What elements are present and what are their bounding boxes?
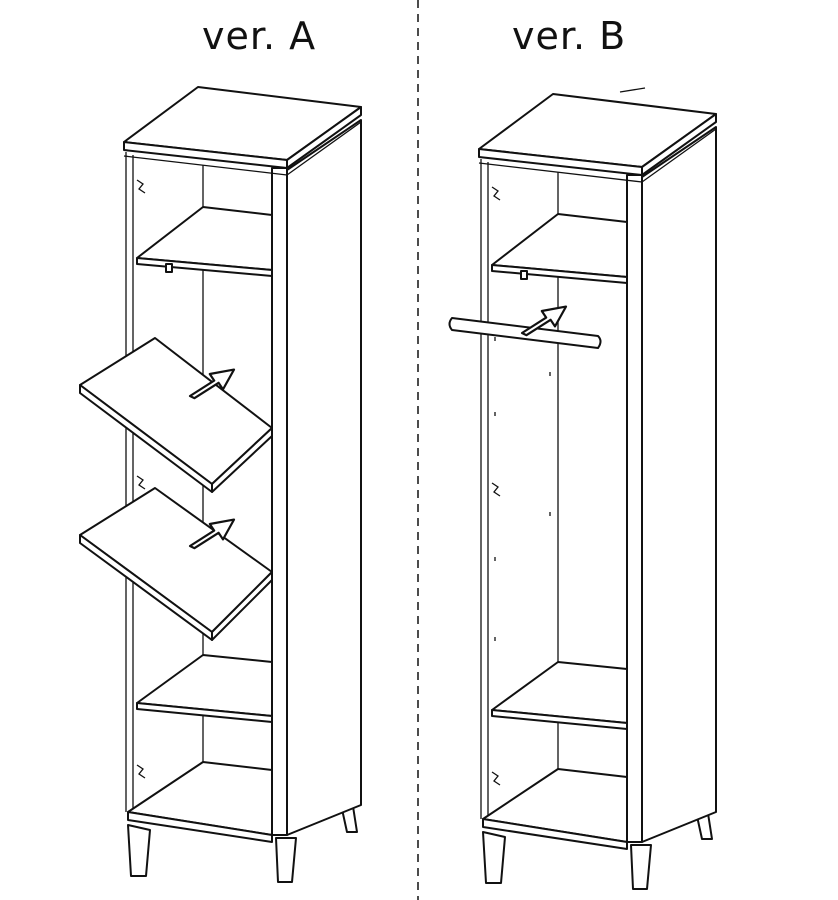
cabinet-version-b	[478, 93, 717, 890]
cabinet-version-a	[79, 86, 362, 883]
version-a-label: ver. A	[202, 14, 317, 58]
version-b-label: ver. B	[512, 14, 627, 58]
